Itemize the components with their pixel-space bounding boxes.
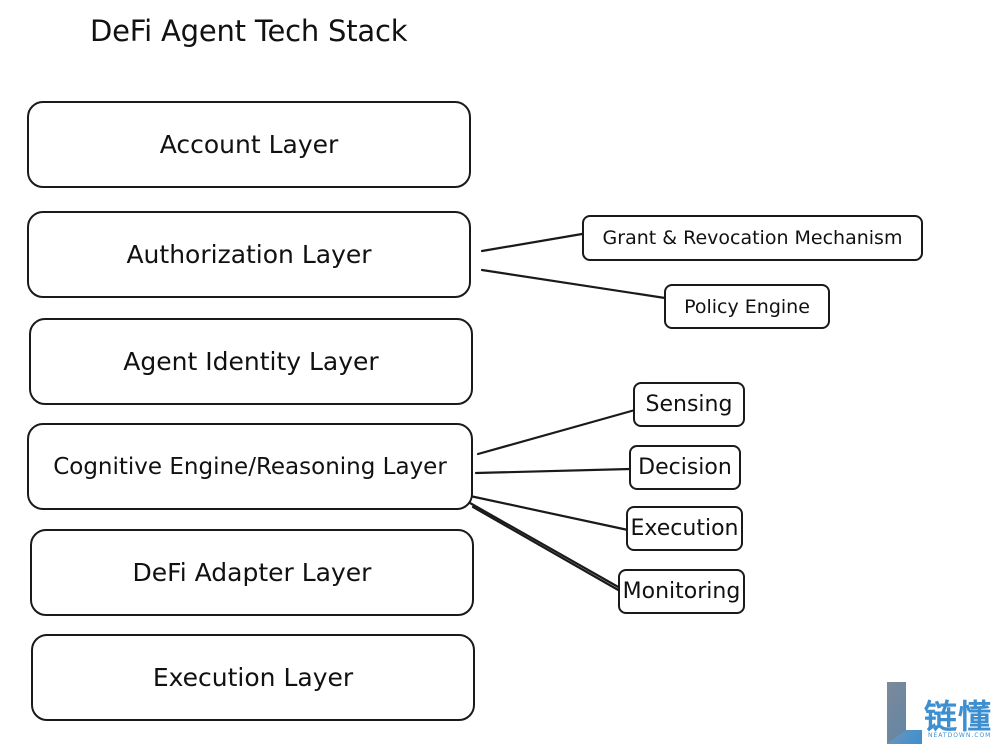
node-label: Monitoring (622, 579, 741, 604)
connector-authorization-grant (480, 232, 584, 253)
watermark-chinese-text: 链懂 (924, 697, 992, 736)
layer-account: Account Layer (27, 101, 471, 188)
layer-label: DeFi Adapter Layer (132, 558, 372, 587)
connector-cognitive-monitoring-2 (471, 505, 622, 593)
layer-defi-adapter: DeFi Adapter Layer (30, 529, 474, 616)
layer-cognitive-engine: Cognitive Engine/Reasoning Layer (27, 423, 473, 510)
watermark-english-text: NEATDOWN.COM (928, 732, 992, 739)
layer-label: Cognitive Engine/Reasoning Layer (53, 453, 447, 480)
node-execution: Execution (626, 506, 743, 551)
node-label: Policy Engine (684, 295, 810, 318)
connector-cognitive-sensing (476, 408, 637, 456)
connector-cognitive-monitoring (468, 501, 622, 590)
node-decision: Decision (629, 445, 741, 490)
node-grant-revocation: Grant & Revocation Mechanism (582, 215, 923, 261)
watermark-logo: 链懂 NEATDOWN.COM (884, 680, 994, 746)
connector-cognitive-execution (468, 494, 630, 532)
layer-agent-identity: Agent Identity Layer (29, 318, 473, 405)
layer-authorization: Authorization Layer (27, 211, 471, 298)
layer-execution: Execution Layer (31, 634, 475, 721)
node-label: Execution (630, 516, 739, 541)
node-sensing: Sensing (633, 382, 745, 427)
node-label: Grant & Revocation Mechanism (602, 227, 903, 249)
node-label: Decision (638, 455, 732, 480)
layer-label: Execution Layer (152, 663, 354, 692)
node-label: Sensing (645, 392, 733, 417)
node-policy-engine: Policy Engine (664, 284, 830, 329)
layer-label: Agent Identity Layer (123, 347, 379, 376)
layer-label: Account Layer (159, 130, 339, 159)
connector-cognitive-decision (474, 467, 632, 475)
diagram-title: DeFi Agent Tech Stack (90, 14, 408, 48)
layer-label: Authorization Layer (126, 240, 372, 269)
logo-l-icon (887, 682, 922, 744)
node-monitoring: Monitoring (618, 569, 745, 614)
connector-authorization-policy (480, 268, 667, 300)
